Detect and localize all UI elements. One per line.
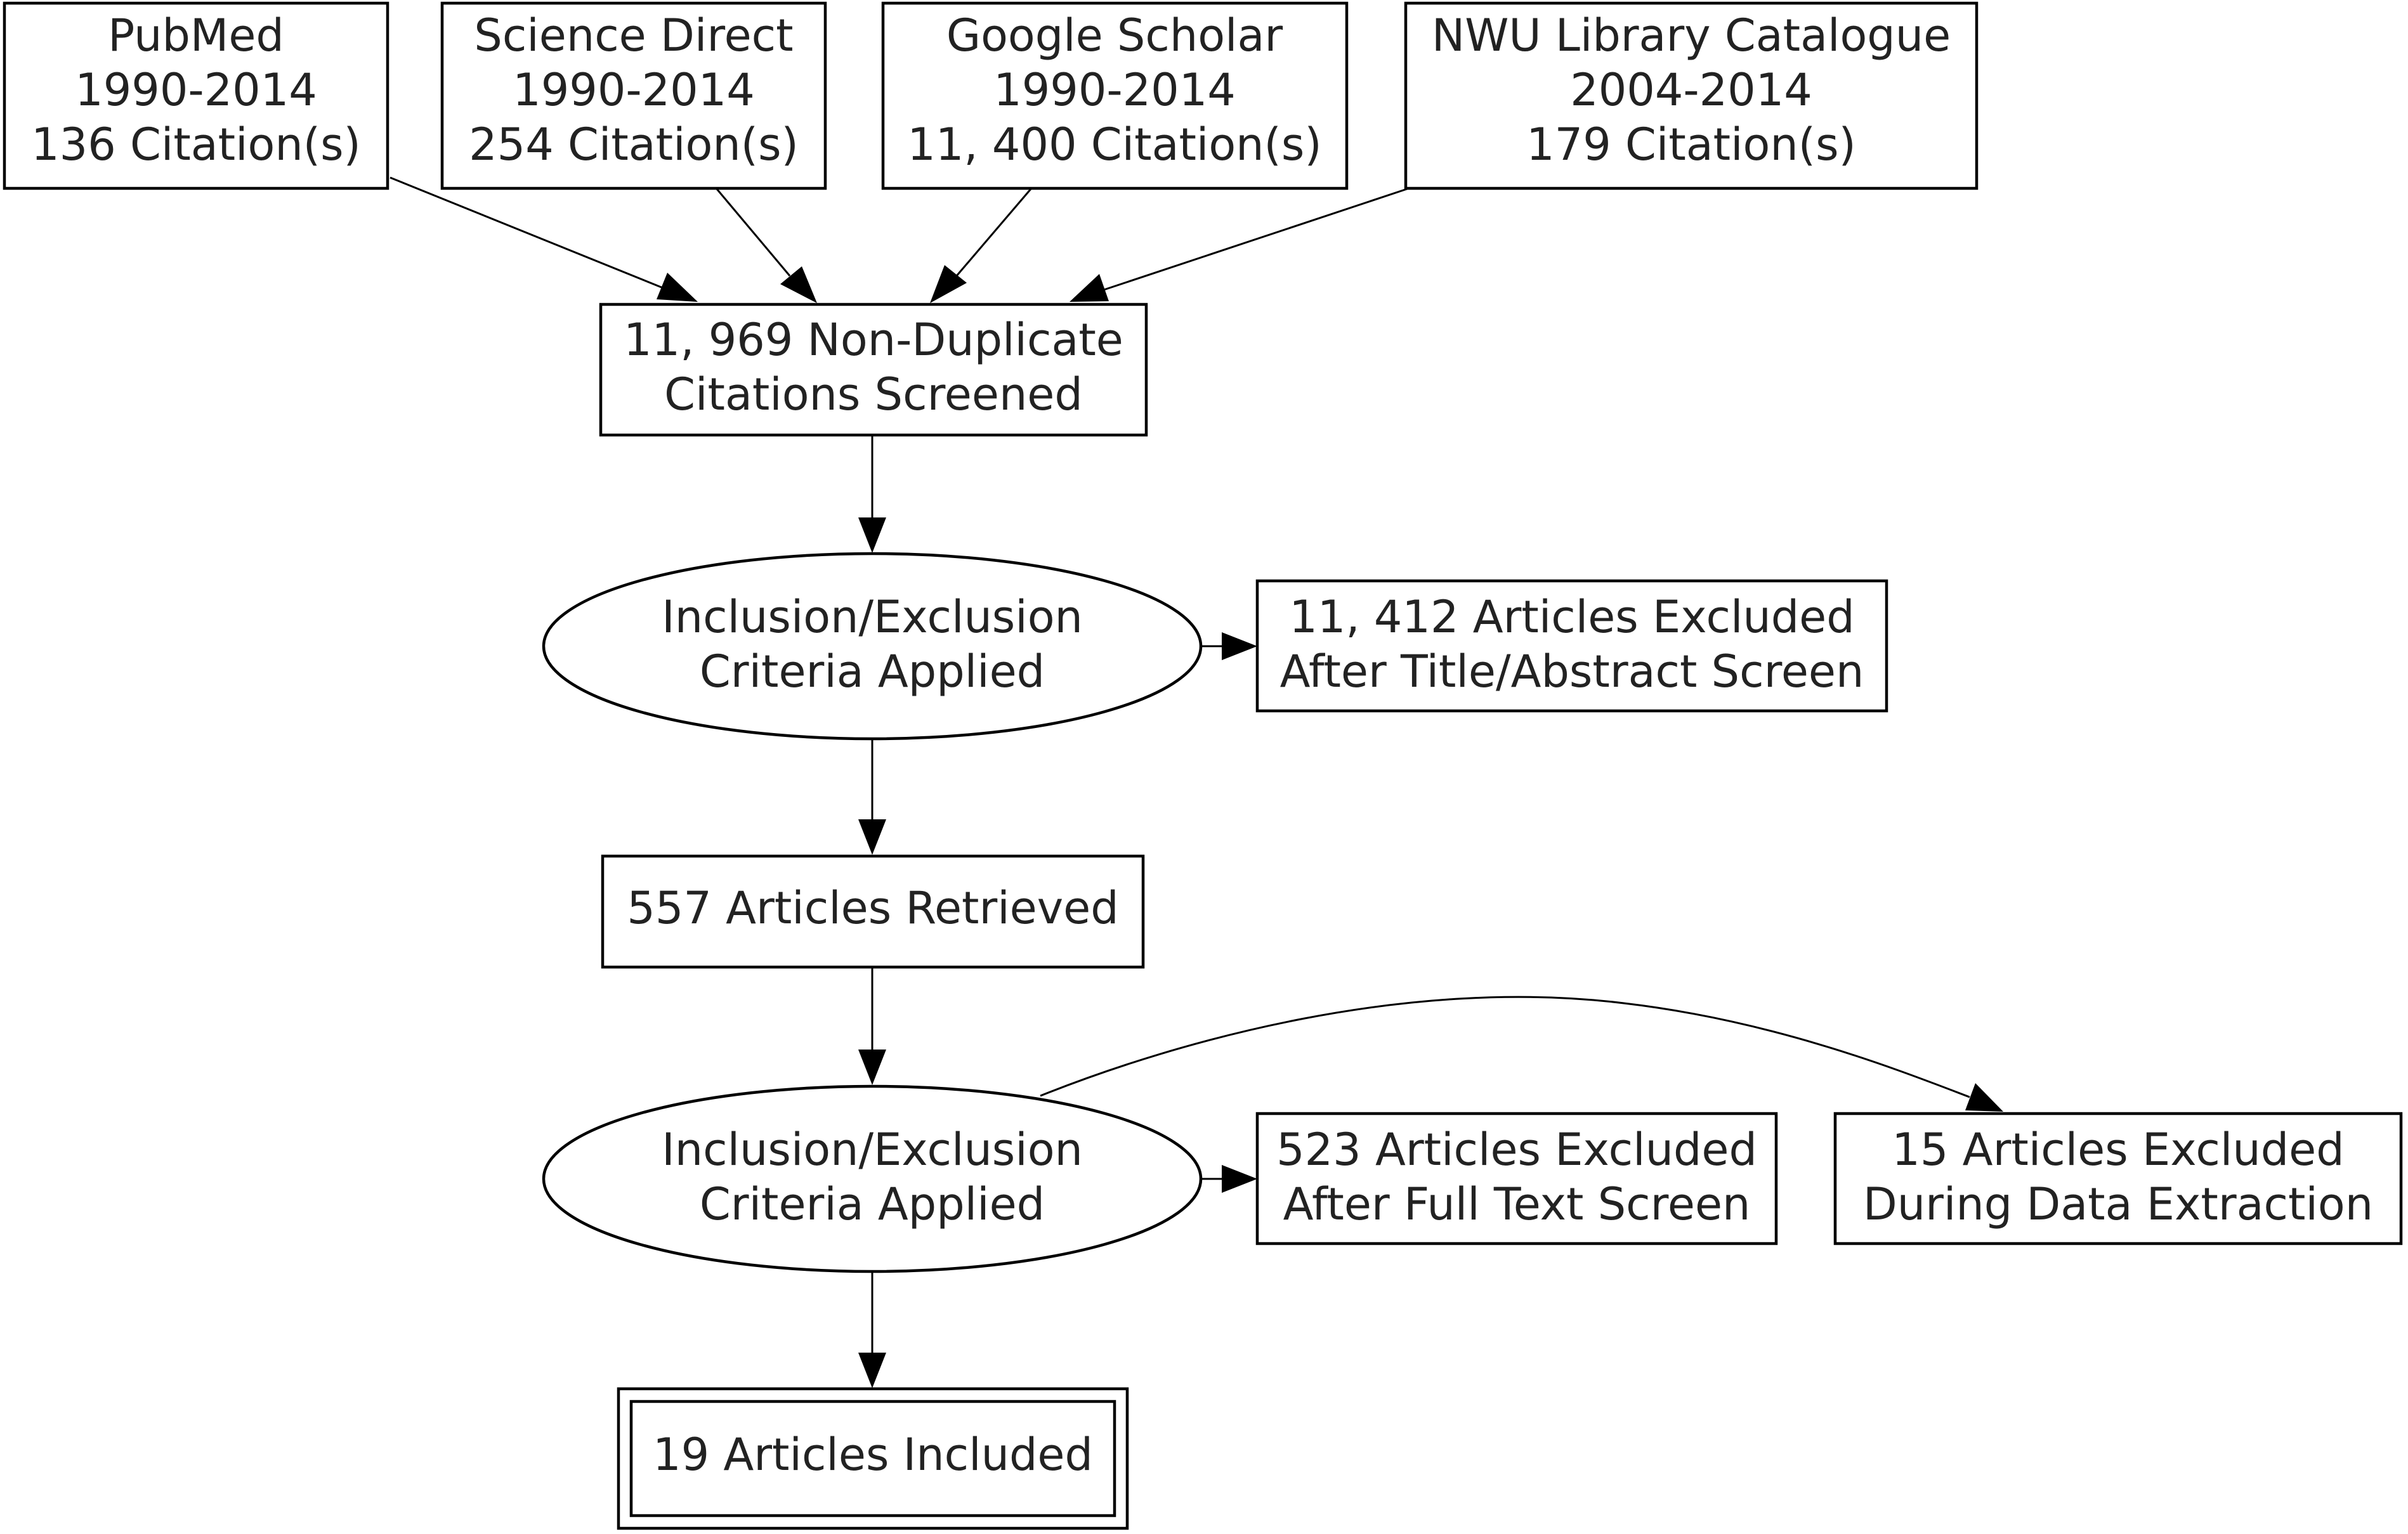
- node-excluded-full-text: 523 Articles Excluded After Full Text Sc…: [1255, 1112, 1778, 1245]
- edge-science-direct-to-screened: [716, 188, 817, 303]
- node-science-direct: Science Direct 1990-2014 254 Citation(s): [440, 1, 827, 190]
- nwu-library-name: NWU Library Catalogue: [1432, 10, 1951, 62]
- node-excluded-title-abstract: 11, 412 Articles Excluded After Title/Ab…: [1255, 579, 1888, 713]
- node-included: 19 Articles Included: [617, 1387, 1129, 1530]
- node-criteria-2: Inclusion/Exclusion Criteria Applied: [542, 1084, 1203, 1273]
- node-pubmed: PubMed 1990-2014 136 Citation(s): [3, 1, 389, 190]
- screened-line1: 11, 969 Non-Duplicate: [624, 314, 1123, 366]
- retrieved-label: 557 Articles Retrieved: [627, 882, 1118, 934]
- science-direct-name: Science Direct: [474, 10, 793, 62]
- google-scholar-citations: 11, 400 Citation(s): [907, 119, 1321, 171]
- science-direct-citations: 254 Citation(s): [469, 119, 799, 171]
- science-direct-years: 1990-2014: [513, 64, 755, 116]
- pubmed-citations: 136 Citation(s): [31, 119, 361, 171]
- edge-criteria-2-to-excluded-data-extraction: [1040, 996, 2003, 1112]
- edge-retrieved-to-criteria-2: [858, 968, 886, 1085]
- excluded-data-extraction-line1: 15 Articles Excluded: [1892, 1124, 2344, 1176]
- node-excluded-data-extraction: 15 Articles Excluded During Data Extract…: [1833, 1112, 2403, 1245]
- excluded-title-abstract-line1: 11, 412 Articles Excluded: [1289, 591, 1854, 643]
- nwu-library-citations: 179 Citation(s): [1526, 119, 1856, 171]
- criteria-1-line2: Criteria Applied: [700, 646, 1045, 698]
- node-retrieved: 557 Articles Retrieved: [601, 854, 1145, 969]
- edge-nwu-to-screened: [1070, 188, 1408, 302]
- excluded-data-extraction-line2: During Data Extraction: [1863, 1178, 2373, 1230]
- node-nwu-library: NWU Library Catalogue 2004-2014 179 Cita…: [1404, 1, 1979, 190]
- node-screened: 11, 969 Non-Duplicate Citations Screened: [599, 302, 1148, 437]
- screened-line2: Citations Screened: [664, 368, 1083, 420]
- nwu-library-years: 2004-2014: [1570, 64, 1812, 116]
- pubmed-name: PubMed: [108, 10, 284, 62]
- google-scholar-name: Google Scholar: [946, 10, 1283, 62]
- edge-criteria-1-to-excluded-title-abstract: [1202, 632, 1257, 660]
- edge-criteria-1-to-retrieved: [858, 740, 886, 855]
- criteria-1-line1: Inclusion/Exclusion: [662, 591, 1083, 643]
- pubmed-years: 1990-2014: [75, 64, 317, 116]
- edge-criteria-2-to-excluded-full-text: [1202, 1165, 1257, 1193]
- criteria-2-line2: Criteria Applied: [700, 1178, 1045, 1230]
- google-scholar-years: 1990-2014: [993, 64, 1236, 116]
- edge-google-scholar-to-screened: [930, 188, 1032, 303]
- node-google-scholar: Google Scholar 1990-2014 11, 400 Citatio…: [881, 1, 1349, 190]
- excluded-full-text-line1: 523 Articles Excluded: [1276, 1124, 1757, 1176]
- included-label: 19 Articles Included: [653, 1429, 1093, 1481]
- edge-pubmed-to-screened: [389, 176, 698, 302]
- edge-criteria-2-to-included: [858, 1273, 886, 1388]
- node-criteria-1: Inclusion/Exclusion Criteria Applied: [542, 552, 1203, 741]
- excluded-full-text-line2: After Full Text Screen: [1283, 1178, 1751, 1230]
- criteria-2-line1: Inclusion/Exclusion: [662, 1124, 1083, 1176]
- edges: [389, 176, 2003, 1388]
- excluded-title-abstract-line2: After Title/Abstract Screen: [1280, 646, 1864, 698]
- edge-screened-to-criteria-1: [858, 436, 886, 553]
